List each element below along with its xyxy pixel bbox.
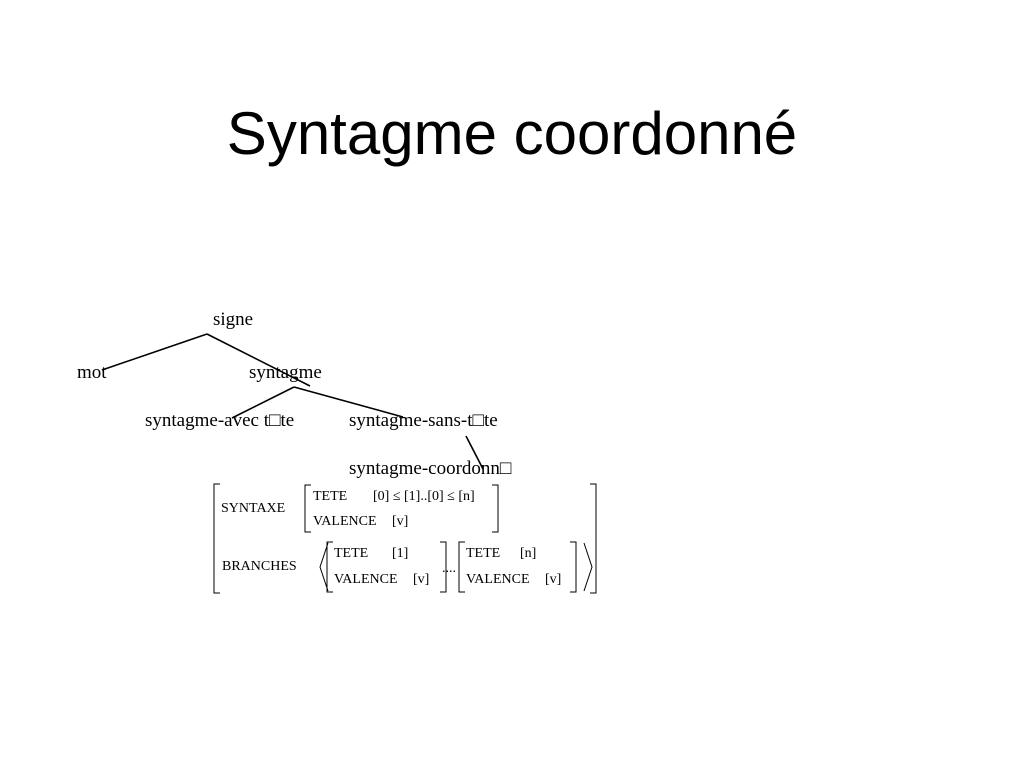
avm-branch1-brackets xyxy=(326,541,447,593)
avm-branchn-brackets xyxy=(458,541,577,593)
avm-syntaxe-brackets xyxy=(304,484,499,533)
avm-branches-angles xyxy=(319,542,593,592)
edge-signe-mot xyxy=(101,333,208,371)
node-syntagme-avec-tete: syntagme-avec t□te xyxy=(145,410,295,431)
node-mot: mot xyxy=(77,362,107,383)
avm-branches-label: BRANCHES xyxy=(222,559,297,574)
avm-branchn-tete-label: TETE xyxy=(466,546,501,561)
avm-branch1-valence-label: VALENCE xyxy=(334,572,398,587)
avm-valence-value: [v] xyxy=(392,514,409,529)
edge-syntagme-avec xyxy=(231,386,295,419)
edge-syntagme-sans xyxy=(293,386,404,418)
node-syntagme-coordonne: syntagme-coordonn□ xyxy=(349,458,512,479)
avm-valence-label: VALENCE xyxy=(313,514,377,529)
slide-title: Syntagme coordonné xyxy=(226,100,798,167)
avm-branch1-tete-label: TETE xyxy=(334,546,369,561)
avm-syntaxe-label: SYNTAXE xyxy=(221,501,286,516)
avm-branch1-valence-value: [v] xyxy=(413,572,430,587)
avm-ellipsis: .... xyxy=(442,561,456,576)
avm-tete-label: TETE xyxy=(313,489,348,504)
avm-branchn-valence-value: [v] xyxy=(545,572,562,587)
node-syntagme: syntagme xyxy=(249,362,322,383)
node-signe: signe xyxy=(213,309,254,330)
edge-sans-coordonne xyxy=(465,435,484,470)
node-syntagme-sans-tete: syntagme-sans-t□te xyxy=(349,410,498,431)
avm-branchn-tete-value: [n] xyxy=(520,546,537,561)
avm-branch1-tete-value: [1] xyxy=(392,546,409,561)
avm-branchn-valence-label: VALENCE xyxy=(466,572,530,587)
edge-signe-syntagme xyxy=(206,333,311,387)
avm-outer-brackets xyxy=(213,483,597,594)
avm-tete-value: [0] ≤ [1]..[0] ≤ [n] xyxy=(373,489,475,504)
